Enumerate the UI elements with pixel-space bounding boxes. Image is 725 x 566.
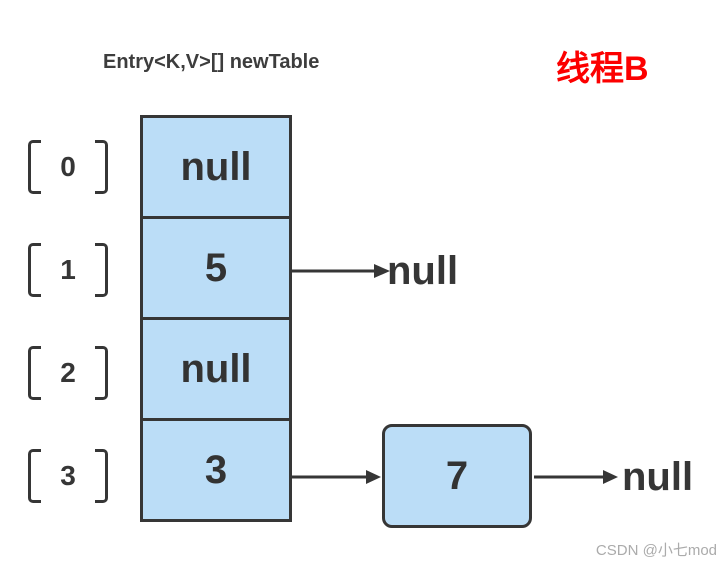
left-bracket-icon (28, 449, 41, 503)
bucket-index-2-label: 2 (60, 357, 76, 388)
bucket-index-0-label: 0 (60, 151, 76, 182)
bucket-cell-0: null (140, 115, 292, 219)
bucket-index-1: 1 (28, 243, 108, 297)
bucket-index-3-label: 3 (60, 460, 76, 491)
arrow-bucket3-to-node7-icon (292, 470, 381, 484)
null-label-after-node7: null (622, 455, 694, 499)
newtable-array: null 5 null 3 (140, 115, 292, 522)
left-bracket-icon (28, 140, 41, 194)
arrow-node7-to-null-icon (534, 470, 618, 484)
right-bracket-icon (95, 449, 108, 503)
thread-b-label: 线程B (556, 50, 649, 88)
chain-node-7: 7 (382, 424, 532, 528)
bucket-index-1-label: 1 (60, 254, 76, 285)
left-bracket-icon (28, 243, 41, 297)
right-bracket-icon (95, 346, 108, 400)
right-bracket-icon (95, 140, 108, 194)
bucket-index-2: 2 (28, 346, 108, 400)
watermark: CSDN @小七mod (595, 542, 717, 559)
arrow-bucket1-to-null-icon (292, 264, 390, 278)
bucket-index-0: 0 (28, 140, 108, 194)
bucket-index-3: 3 (28, 449, 108, 503)
bucket-cell-3: 3 (140, 418, 292, 522)
null-label-after-bucket1: null (387, 249, 459, 293)
left-bracket-icon (28, 346, 41, 400)
right-bracket-icon (95, 243, 108, 297)
array-declaration-label: Entry<K,V>[] newTable (103, 51, 320, 73)
bucket-cell-2: null (140, 317, 292, 421)
bucket-cell-1: 5 (140, 216, 292, 320)
